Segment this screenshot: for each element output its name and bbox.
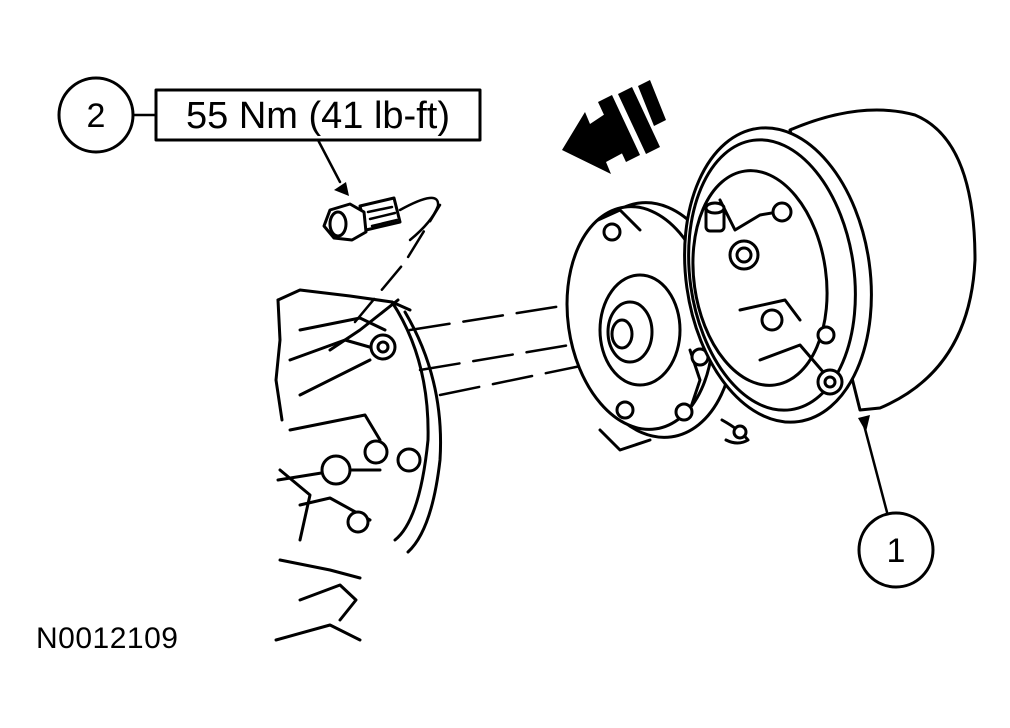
torque-spec-box: 55 Nm (41 lb-ft)	[154, 88, 482, 142]
callout-number-2: 2	[87, 97, 106, 135]
pulley-icon	[683, 108, 977, 424]
torque-spec-label: 55 Nm (41 lb-ft)	[186, 95, 450, 137]
bracket-icon	[274, 288, 443, 642]
alignment-lines	[353, 203, 602, 397]
figure-id: N0012109	[36, 622, 179, 655]
leader-lines	[131, 113, 890, 518]
direction-arrow-icon	[562, 80, 666, 174]
callout-1: 1	[857, 511, 935, 589]
callout-number-1: 1	[887, 532, 906, 570]
callout-2: 2	[57, 76, 135, 154]
bolt-icon	[322, 196, 440, 242]
